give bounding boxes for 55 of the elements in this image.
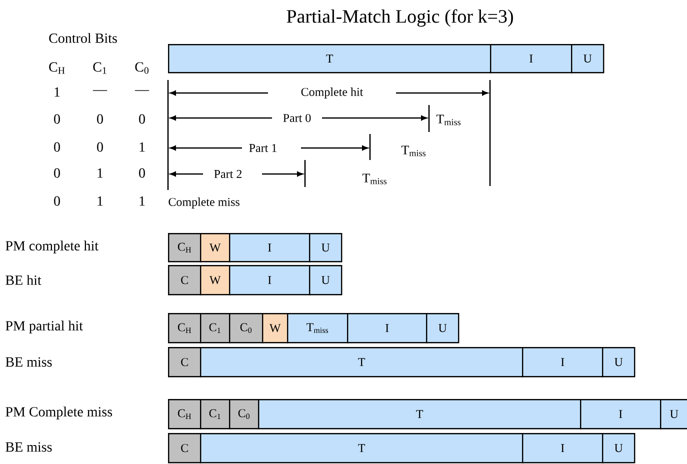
bit-value: 0 bbox=[54, 168, 60, 178]
field-cell: C bbox=[168, 347, 202, 378]
title: Partial-Match Logic (for k=3) bbox=[286, 9, 513, 27]
field-cell: C$_{0}$ bbox=[229, 313, 264, 344]
row-label: BE miss bbox=[6, 357, 52, 367]
field-cell: W bbox=[262, 313, 288, 344]
bit-value: — bbox=[92, 90, 108, 91]
row-label: PM Complete miss bbox=[6, 406, 112, 420]
bit-value: 1 bbox=[98, 196, 103, 206]
field-cell: C$_{1}$ bbox=[200, 313, 230, 344]
bit-value: 0 bbox=[139, 114, 145, 124]
row-label: BE hit bbox=[6, 275, 42, 285]
range-label: Complete miss bbox=[168, 198, 240, 208]
bit-value: 1 bbox=[140, 196, 145, 206]
bit-value: 0 bbox=[139, 168, 145, 178]
field-cell: C$_{H}$ bbox=[168, 399, 202, 430]
row-label: PM complete hit bbox=[6, 240, 98, 254]
row-label: BE miss bbox=[6, 442, 52, 452]
field-cell: C bbox=[168, 433, 202, 464]
bit-value: — bbox=[134, 90, 150, 91]
field-cell: W bbox=[200, 265, 230, 296]
table-heading: Control Bits bbox=[49, 33, 117, 43]
bit-value: 0 bbox=[97, 142, 103, 152]
range-label: T$_{miss}$ bbox=[401, 146, 426, 156]
bit-value: 0 bbox=[54, 196, 60, 206]
field-cell: U bbox=[660, 399, 687, 430]
row-label: PM partial hit bbox=[6, 320, 83, 334]
field-cell: W bbox=[200, 233, 230, 262]
field-cell: U bbox=[309, 265, 342, 296]
range-label: Part 2 bbox=[214, 170, 242, 178]
bit-value: 0 bbox=[54, 142, 60, 152]
column-header: C$_{H}$ bbox=[49, 62, 65, 74]
field-cell: U bbox=[309, 233, 342, 262]
range-label: Complete hit bbox=[301, 88, 364, 98]
bit-value: 0 bbox=[97, 114, 103, 124]
bit-value: 1 bbox=[98, 168, 103, 178]
range-label: T$_{miss}$ bbox=[362, 174, 386, 184]
bit-value: 0 bbox=[54, 114, 60, 124]
column-header: C$_{1}$ bbox=[93, 62, 106, 74]
field-cell: U bbox=[602, 347, 636, 378]
field-cell: C$_{H}$ bbox=[168, 233, 202, 262]
bit-value: 1 bbox=[54, 87, 60, 97]
field-cell: U bbox=[602, 433, 636, 464]
field-cell: U bbox=[426, 313, 460, 344]
field-cell: U bbox=[571, 44, 604, 74]
column-header: C$_{0}$ bbox=[135, 62, 148, 74]
range-label: Part 0 bbox=[283, 114, 311, 122]
range-label: Part 1 bbox=[249, 144, 276, 152]
field-cell: T$_{miss}$ bbox=[287, 313, 348, 344]
field-cell: C$_{H}$ bbox=[168, 313, 202, 344]
field-cell: C$_{1}$ bbox=[200, 399, 230, 430]
range-label: T$_{miss}$ bbox=[436, 114, 460, 126]
bit-value: 1 bbox=[140, 142, 145, 152]
field-cell: C$_{0}$ bbox=[229, 399, 260, 430]
field-cell: C bbox=[168, 265, 202, 296]
